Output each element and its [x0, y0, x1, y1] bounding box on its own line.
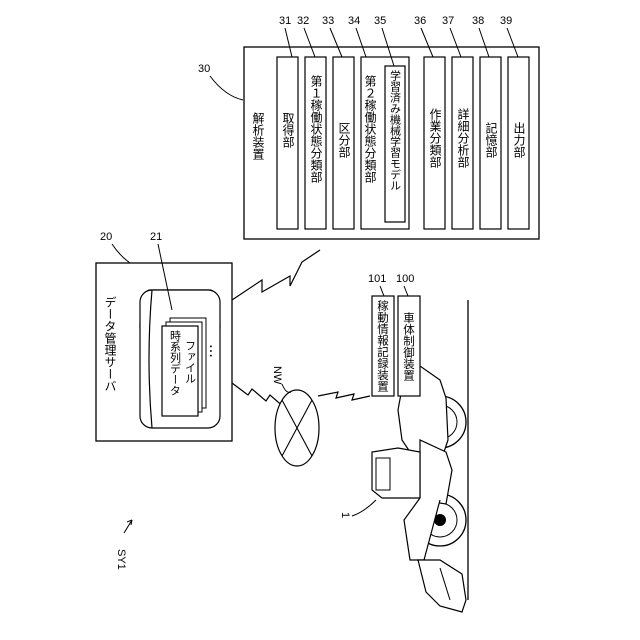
analysis-device-ref: 30	[198, 63, 210, 75]
operation-recorder-ref: 101	[368, 273, 386, 285]
wheel-loader: 1 稼動情報記録装置 101 車体制御装置 100	[339, 273, 468, 612]
operation-recorder-label: 稼動情報記録装置	[376, 299, 390, 392]
server-title: データ管理サーバ	[103, 296, 117, 392]
unit-first-state-classifier-label: 第１稼働状態分類部	[309, 75, 323, 183]
server-ref: 20	[100, 231, 112, 243]
unit-detailed-analysis-label: 詳細分析部	[456, 107, 470, 168]
system-label-arrow	[124, 520, 132, 533]
unit-trained-ml-model-label: 学習済み機械学習モデル	[389, 69, 402, 191]
file-label-line1: 時系列データ	[169, 330, 182, 396]
data-management-server: 20 データ管理サーバ 21 時系列データ ファイル …	[96, 231, 232, 441]
chassis	[420, 440, 452, 504]
network-label: NW	[271, 366, 283, 385]
analysis-device-title: 解析装置	[251, 112, 265, 160]
network: NW	[271, 366, 319, 466]
unit-trained-ml-model-ref: 35	[374, 15, 386, 27]
vehicle-leader	[352, 500, 376, 516]
operation-recorder-leader	[380, 286, 384, 296]
unit-acquisition-ref: 31	[279, 15, 291, 27]
file-label-line2: ファイル	[184, 340, 197, 384]
unit-work-classifier-ref: 36	[414, 15, 426, 27]
unit-segmentation-ref: 33	[322, 15, 334, 27]
server-leader	[112, 244, 130, 263]
cab-window	[376, 458, 390, 490]
link-network-vehicle	[318, 392, 370, 400]
unit-output-ref: 39	[500, 15, 512, 27]
database-ref: 21	[150, 231, 162, 243]
unit-segmentation-label: 区分部	[337, 122, 351, 158]
system-label: SY1	[115, 549, 127, 570]
link-server-analysis	[232, 250, 320, 300]
link-server-network	[232, 383, 285, 408]
unit-acquisition-label: 取得部	[281, 112, 295, 148]
unit-detailed-analysis-ref: 37	[442, 15, 454, 27]
unit-storage-ref: 38	[472, 15, 484, 27]
vehicle-ref: 1	[339, 512, 351, 518]
unit-output-label: 出力部	[512, 122, 526, 158]
unit-second-state-classifier-ref: 34	[348, 15, 360, 27]
unit-second-state-classifier-label: 第２稼働状態分類部	[363, 75, 377, 183]
bucket	[418, 560, 466, 612]
body-controller-label: 車体制御装置	[402, 311, 416, 381]
analysis-device-leader	[210, 76, 243, 100]
body-controller-ref: 100	[396, 273, 414, 285]
unit-first-state-classifier-ref: 32	[297, 15, 309, 27]
analysis-device: 30 解析装置 取得部 31 第１稼働状態分類部 32 区分部 33 第２稼働状…	[198, 15, 539, 239]
unit-work-classifier-label: 作業分類部	[428, 108, 442, 168]
body-controller-leader	[404, 286, 408, 296]
unit-storage-label: 記憶部	[484, 121, 498, 158]
file-ellipsis: …	[206, 344, 222, 358]
network-leader	[282, 384, 291, 392]
